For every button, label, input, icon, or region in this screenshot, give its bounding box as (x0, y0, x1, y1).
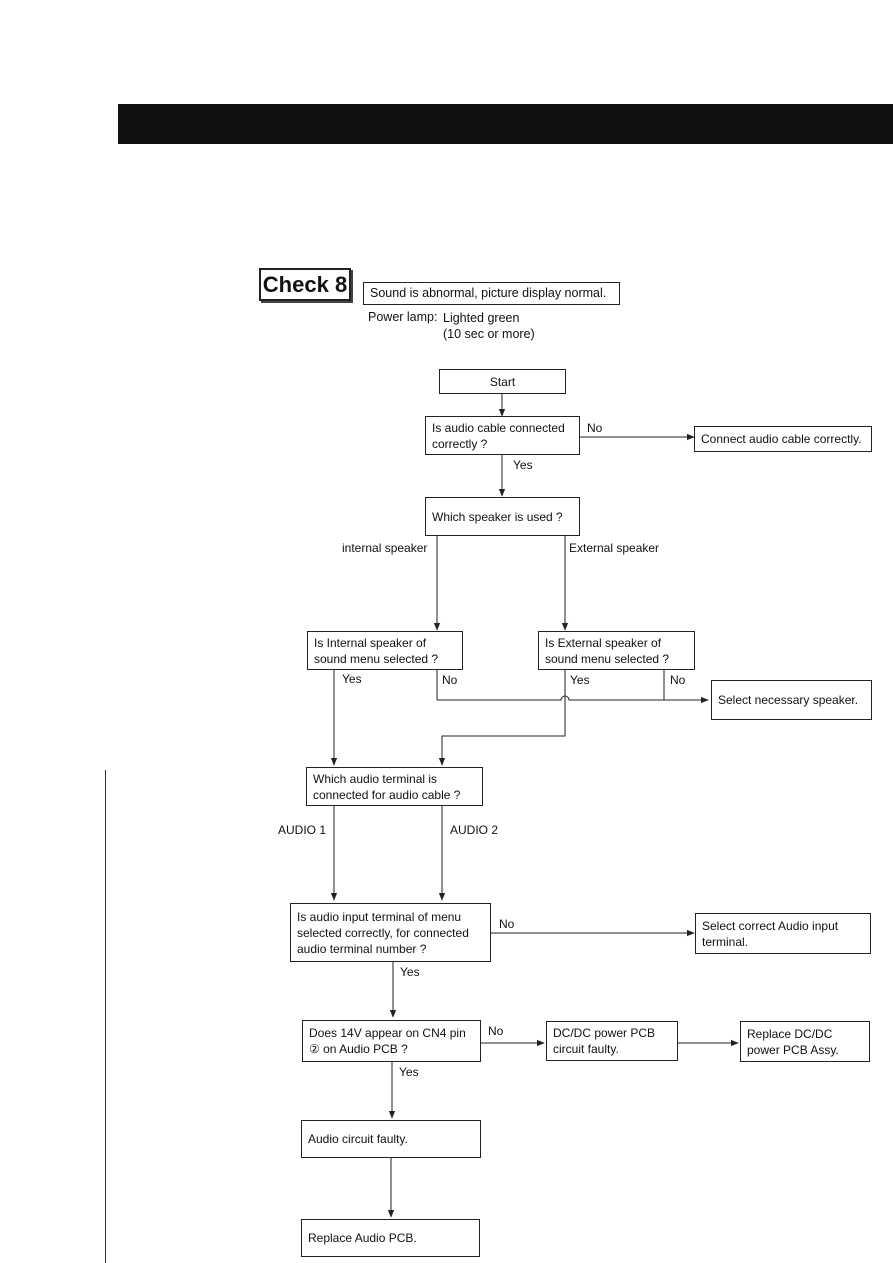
connect-cable-action-node: Connect audio cable correctly. (694, 426, 872, 452)
power-lamp-value: Lighted green (10 sec or more) (443, 310, 535, 342)
replace-audio-node: Replace Audio PCB. (301, 1219, 480, 1257)
margin-rule (105, 770, 106, 1263)
external-no-label: No (670, 673, 686, 687)
internal-no-label: No (442, 673, 458, 687)
power-lamp-label: Power lamp: (368, 310, 438, 324)
internal-speaker-label: internal speaker (342, 541, 428, 555)
edge-external-yes (438, 670, 566, 766)
audio-faulty-node: Audio circuit faulty. (301, 1120, 481, 1158)
replace-dcdc-node: Replace DC/DC power PCB Assy. (740, 1021, 870, 1062)
input-no-label: No (499, 917, 515, 931)
terminal-question-node: Which audio terminal is connected for au… (306, 767, 483, 806)
symptom-title: Sound is abnormal, picture display norma… (363, 282, 620, 305)
power-lamp-status: Lighted green (443, 311, 520, 325)
internal-speaker-question-node: Is Internal speaker of sound menu select… (307, 631, 463, 670)
edge-no-to-select (437, 695, 709, 704)
section-header-bar (118, 104, 893, 144)
power-lamp-duration: (10 sec or more) (443, 327, 535, 341)
internal-yes-label: Yes (342, 672, 362, 686)
select-input-action-node: Select correct Audio input terminal. (695, 913, 871, 954)
audio1-label: AUDIO 1 (278, 823, 327, 837)
input-yes-label: Yes (400, 965, 420, 979)
start-node: Start (439, 369, 566, 394)
cable-question-node: Is audio cable connected correctly ? (425, 416, 580, 455)
14v-question-node: Does 14V appear on CN4 pin ② on Audio PC… (302, 1020, 481, 1062)
cable-no-label: No (587, 421, 603, 435)
external-speaker-label: External speaker (569, 541, 660, 555)
select-speaker-action-node: Select necessary speaker. (711, 680, 872, 720)
14v-no-label: No (488, 1024, 504, 1038)
external-yes-label: Yes (570, 673, 590, 687)
input-menu-question-node: Is audio input terminal of menu selected… (290, 903, 491, 962)
check-badge: Check 8 (259, 268, 351, 301)
cable-yes-label: Yes (513, 458, 533, 472)
14v-yes-label: Yes (399, 1065, 419, 1079)
speaker-question-node: Which speaker is used ? (425, 497, 580, 536)
external-speaker-question-node: Is External speaker of sound menu select… (538, 631, 695, 670)
dcdc-faulty-node: DC/DC power PCB circuit faulty. (546, 1021, 678, 1061)
audio2-label: AUDIO 2 (450, 823, 499, 837)
